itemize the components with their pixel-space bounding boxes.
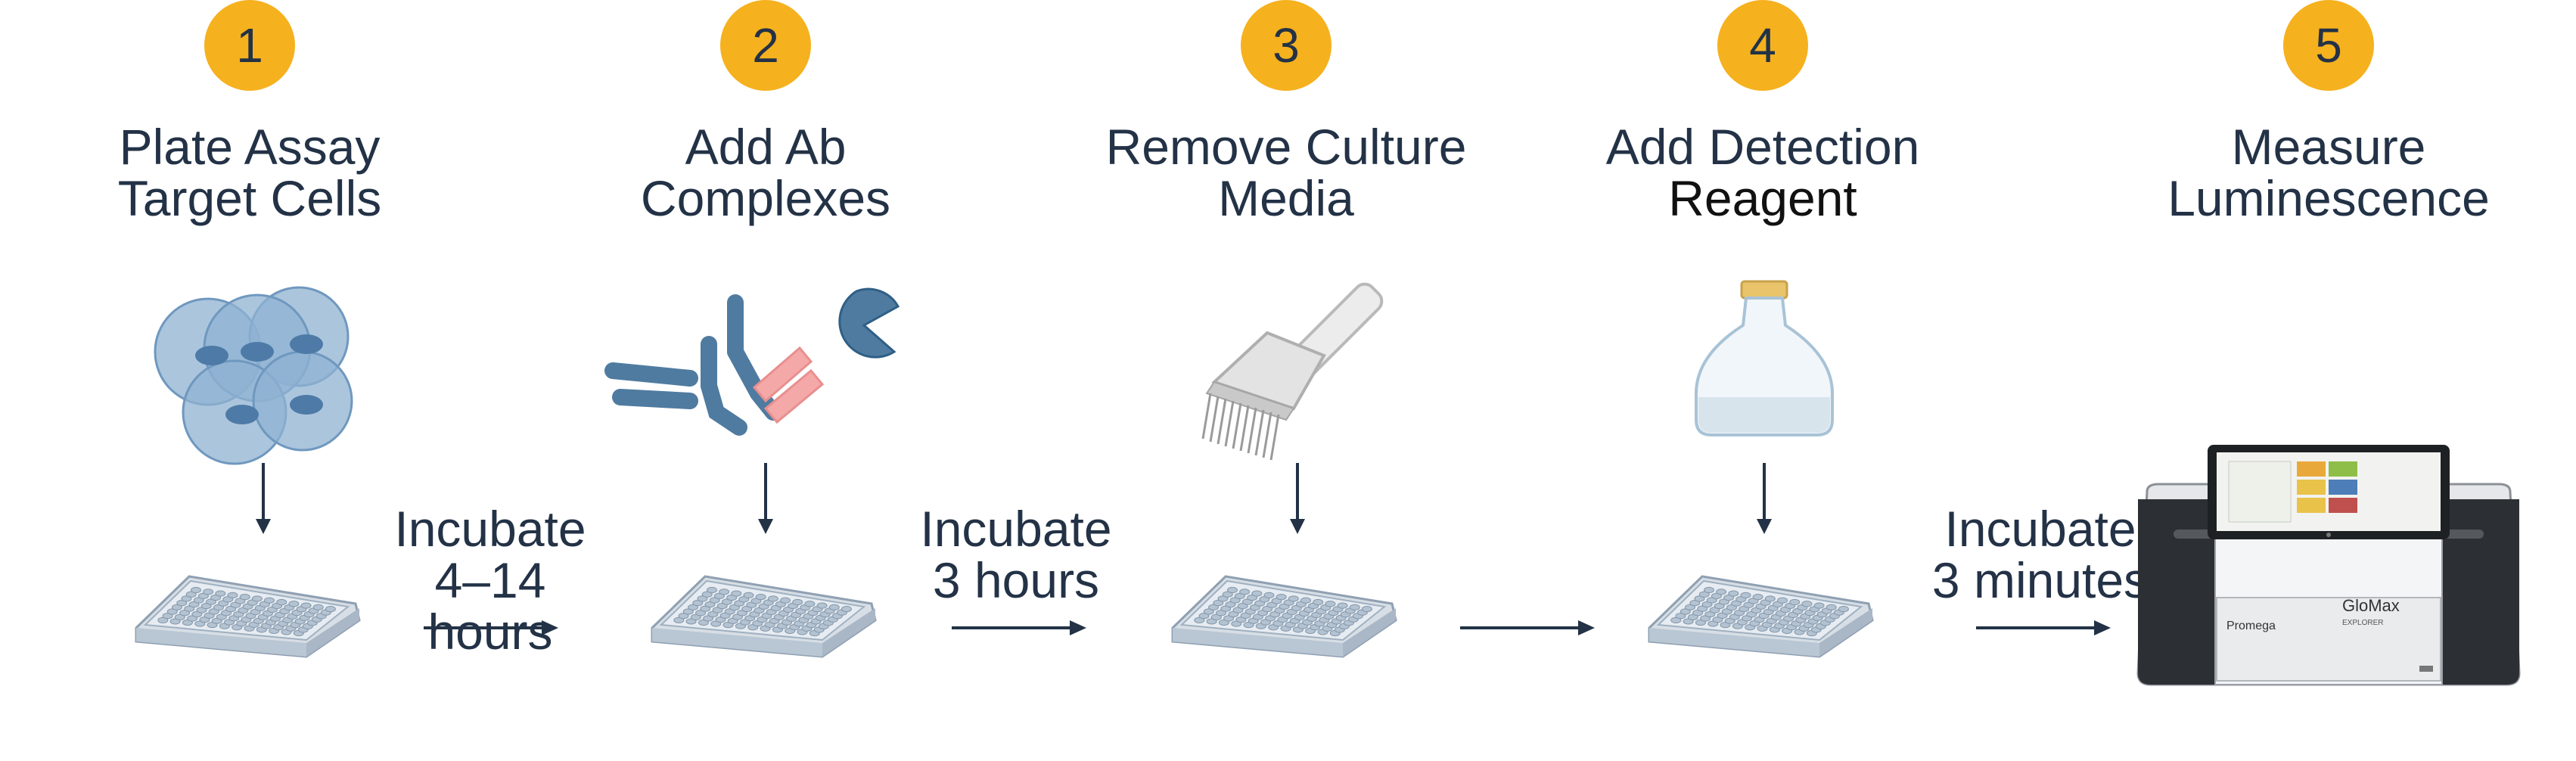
step-badge-1: 1 bbox=[204, 0, 295, 91]
step-title-5: Measure Luminescence bbox=[2167, 119, 2490, 226]
down-arrow bbox=[256, 463, 271, 534]
well-plate-2 bbox=[651, 575, 877, 658]
step-2: 2 Add Ab Complexes bbox=[539, 0, 993, 761]
step-4: 4 Add Detection Reagent bbox=[1536, 0, 1990, 761]
down-arrow bbox=[758, 463, 773, 534]
reagent-bottle-icon bbox=[1695, 280, 1834, 436]
step-title-2: Add Ab Complexes bbox=[640, 119, 891, 226]
step-5: 5 Measure Luminescence Promega GloMax EX… bbox=[2102, 0, 2556, 761]
down-arrow bbox=[1757, 463, 1772, 534]
step-title-1: Plate Assay Target Cells bbox=[117, 119, 382, 226]
cells-icon bbox=[154, 286, 353, 465]
luminometer-instrument-icon: Promega GloMax EXPLORER bbox=[2136, 445, 2521, 686]
device-model-sub-label: EXPLORER bbox=[2342, 619, 2383, 627]
step-badge-2: 2 bbox=[720, 0, 811, 91]
device-brand-label: Promega bbox=[2226, 620, 2276, 632]
incubation-label-1: Incubate 4–14 hours bbox=[394, 501, 586, 660]
step-1: 1 Plate Assay Target Cells bbox=[23, 0, 477, 761]
well-plate-1 bbox=[135, 575, 361, 658]
step-title-3: Remove Culture Media bbox=[1105, 119, 1467, 226]
step-badge-5: 5 bbox=[2283, 0, 2374, 91]
device-model-label: GloMax bbox=[2342, 596, 2400, 615]
multichannel-pipette-icon bbox=[1201, 282, 1384, 461]
step-badge-4: 4 bbox=[1717, 0, 1808, 91]
step-badge-3: 3 bbox=[1241, 0, 1332, 91]
well-plate-4 bbox=[1648, 575, 1874, 658]
well-plate-3 bbox=[1171, 575, 1397, 658]
incubation-label-2: Incubate 3 hours bbox=[920, 501, 1112, 608]
down-arrow bbox=[1290, 463, 1305, 534]
antibody-complex-icon bbox=[604, 287, 900, 436]
step-title-4: Add Detection Reagent bbox=[1605, 119, 1920, 226]
incubation-label-4: Incubate 3 minutes bbox=[1931, 501, 2149, 608]
step-3: 3 Remove Culture Media bbox=[1059, 0, 1513, 761]
